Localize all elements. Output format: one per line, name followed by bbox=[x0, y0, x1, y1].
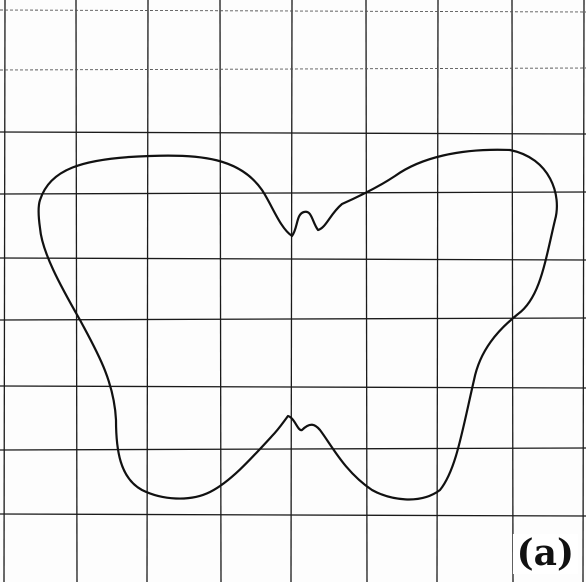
grid-line-vertical bbox=[75, 0, 78, 582]
grid-line-horizontal bbox=[0, 513, 586, 517]
grid-line-vertical bbox=[290, 0, 293, 582]
grid-line-vertical bbox=[219, 0, 222, 582]
butterfly-outline bbox=[37, 148, 558, 501]
grid-line-vertical bbox=[146, 0, 149, 582]
panel-label: (a) bbox=[512, 534, 578, 574]
grid-line-horizontal bbox=[0, 385, 586, 389]
grid-line-vertical bbox=[3, 0, 6, 582]
grid-line-horizontal bbox=[0, 67, 586, 71]
grid-line-horizontal bbox=[0, 447, 586, 451]
grid-line-horizontal bbox=[0, 317, 586, 321]
grid-line-horizontal bbox=[0, 9, 586, 13]
grid-line-vertical bbox=[582, 0, 585, 582]
grid-line-horizontal bbox=[0, 131, 586, 135]
grid-line-vertical bbox=[511, 0, 514, 582]
grid-line-vertical bbox=[436, 0, 439, 582]
grid-line-horizontal bbox=[0, 191, 586, 195]
grid-line-vertical bbox=[365, 0, 368, 582]
grid-line-horizontal bbox=[0, 257, 586, 261]
